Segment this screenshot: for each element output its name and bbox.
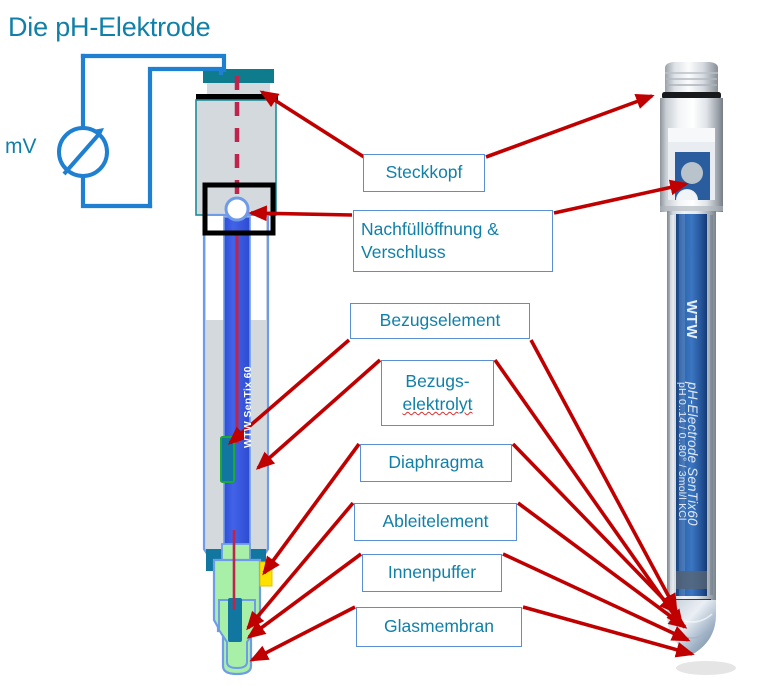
label-box-ableitelement[interactable]: Ableitelement: [354, 503, 517, 541]
photo-brand-logo: WTW: [683, 300, 700, 339]
label-text-nachfuelloeffnung: Nachfüllöffnung & Verschluss: [361, 218, 552, 264]
label-line: Steckkopf: [385, 162, 463, 183]
electrode-schematic: [195, 69, 278, 676]
label-text-diaphragma: Diaphragma: [361, 451, 511, 474]
arrow-glasmembran-to-photo: [522, 605, 695, 658]
label-line: Innenpuffer: [387, 562, 477, 583]
arrow-ableitelement-to-photo: [516, 501, 688, 629]
arrow-nachfuell-to-photo: [553, 179, 689, 215]
arrow-steckkopf-to-diagram: [259, 90, 365, 159]
shaft-product-label: WTW SenTix 60: [242, 366, 254, 448]
label-line: Verschluss: [361, 242, 446, 262]
voltmeter-arrow-icon: [93, 128, 104, 137]
label-text-glasmembran: Glasmembran: [357, 615, 521, 638]
voltmeter-needle: [62, 131, 102, 176]
arrow-bezugselement-to-diagram: [227, 338, 351, 445]
arrow-innenpuffer-to-diagram: [246, 552, 363, 639]
refill-opening-highlight-box: [202, 182, 276, 236]
arrow-diaphragma-to-photo: [511, 442, 679, 615]
label-line: Nachfüllöffnung &: [361, 218, 499, 239]
label-text-bezugselement: Bezugselement: [351, 309, 529, 332]
label-box-bezugselement[interactable]: Bezugselement: [350, 303, 530, 339]
label-box-nachfuelloeffnung[interactable]: Nachfüllöffnung & Verschluss: [353, 210, 553, 272]
arrow-steckkopf-to-photo: [485, 94, 655, 159]
connector-cap-top: [203, 69, 274, 74]
connector-black-band: [196, 94, 278, 100]
arrow-glasmembran-to-diagram: [249, 605, 356, 662]
label-line: Ableitelement: [382, 511, 489, 532]
lead-off-element-bar: [228, 598, 242, 642]
leader-arrows: [227, 90, 695, 662]
arrow-bezugselektrolyt-to-photo: [493, 358, 684, 629]
reference-element-bar: [220, 436, 235, 483]
label-line: elektrolyt: [402, 394, 473, 414]
label-box-steckkopf[interactable]: Steckkopf: [363, 154, 485, 192]
measurement-circuit: [80, 53, 227, 209]
label-line: Bezugs-: [405, 370, 470, 391]
label-text-bezugselektrolyt: Bezugs-elektrolyt: [382, 370, 493, 416]
arrow-bezugselement-to-photo: [529, 339, 678, 613]
arrow-bezugselektrolyt-to-diagram: [255, 358, 382, 470]
label-text-innenpuffer: Innenpuffer: [363, 561, 501, 584]
refill-opening-hole: [224, 196, 250, 222]
label-text-steckkopf: Steckkopf: [364, 161, 484, 184]
label-box-innenpuffer[interactable]: Innenpuffer: [362, 554, 502, 592]
label-text-ableitelement: Ableitelement: [355, 510, 516, 533]
arrow-diaphragma-to-diagram: [262, 442, 361, 576]
arrow-innenpuffer-to-photo: [502, 552, 691, 642]
arrow-nachfuell-to-diagram: [248, 205, 353, 222]
page-title: Die pH-Elektrode: [8, 12, 211, 42]
arrow-ableitelement-to-diagram: [246, 501, 355, 631]
label-line: Glasmembran: [384, 616, 494, 637]
label-box-diaphragma[interactable]: Diaphragma: [360, 444, 512, 482]
label-box-glasmembran[interactable]: Glasmembran: [356, 607, 522, 647]
voltmeter-label: mV: [5, 135, 37, 158]
electrode-photo: [660, 62, 736, 675]
label-line: Bezugselement: [379, 310, 501, 331]
label-box-bezugselektrolyt[interactable]: Bezugs-elektrolyt: [381, 360, 494, 426]
label-line: Diaphragma: [388, 452, 484, 473]
voltmeter: [57, 126, 109, 178]
